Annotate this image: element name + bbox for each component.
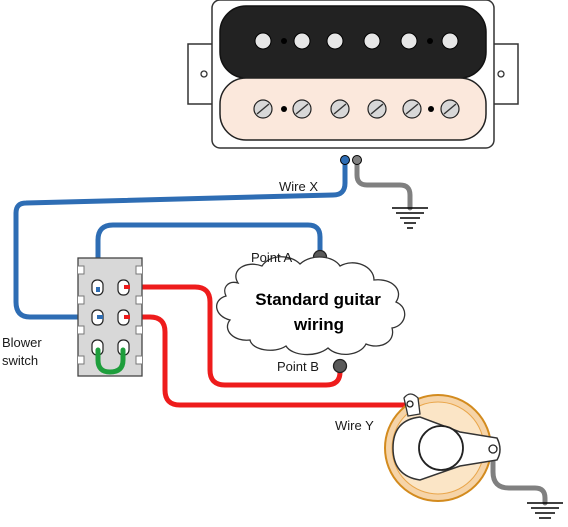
- point-b-label: Point B: [277, 359, 319, 374]
- wire-x: [13, 157, 348, 320]
- ground-symbol-icon: [392, 207, 428, 229]
- ground-symbol-icon: [527, 502, 563, 519]
- point-b-marker: [332, 358, 348, 374]
- cloud-title-line1: Standard guitar: [255, 290, 381, 309]
- toggle-switch-icon: [77, 257, 143, 377]
- jack-ground-wire: [490, 452, 548, 506]
- output-jack-icon: [384, 393, 501, 502]
- wire-y-label: Wire Y: [335, 418, 374, 433]
- pickup-ground-terminal: [352, 155, 362, 165]
- cloud-title-line2: wiring: [293, 315, 344, 334]
- cloud-icon: [216, 256, 406, 356]
- blower-switch-label-line1: Blower: [2, 335, 42, 350]
- wire-switch-to-point-a: [95, 222, 323, 290]
- wire-switch-to-point-b: [121, 284, 343, 388]
- point-a-label: Point A: [251, 250, 293, 265]
- wire-x-label: Wire X: [279, 179, 318, 194]
- pickup-ground-wire: [354, 157, 413, 211]
- humbucker-pickup-icon: [187, 0, 519, 149]
- pickup-hot-terminal: [340, 155, 350, 165]
- blower-switch-label-line2: switch: [2, 353, 38, 368]
- wire-y: [121, 314, 413, 408]
